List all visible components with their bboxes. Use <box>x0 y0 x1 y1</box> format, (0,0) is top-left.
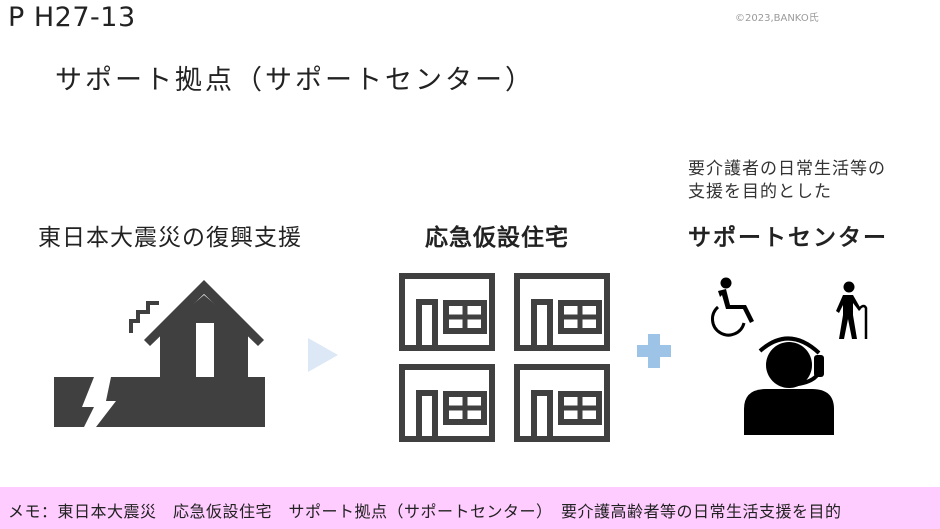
description-line-1: 要介護者の日常生活等の <box>688 159 886 179</box>
memo-text: メモ：東日本大震災 応急仮設住宅 サポート拠点（サポートセンター） 要介護高齢者… <box>8 502 842 521</box>
page-code: P H27-13 <box>8 2 136 33</box>
elderly-cane-icon <box>836 281 868 339</box>
earthquake-house-icon <box>54 280 265 427</box>
label-temporary-housing: 応急仮設住宅 <box>425 225 569 251</box>
label-earthquake-recovery: 東日本大震災の復興支援 <box>38 225 302 251</box>
copyright-notice: ©2023,BANKO氏 <box>735 13 819 24</box>
label-support-center: サポートセンター <box>688 225 888 251</box>
memo-bar: メモ：東日本大震災 応急仮設住宅 サポート拠点（サポートセンター） 要介護高齢者… <box>0 487 940 529</box>
play-triangle-icon <box>308 338 338 372</box>
temporary-housing-icon <box>399 273 611 441</box>
support-center-description: 要介護者の日常生活等の 支援を目的とした <box>688 158 886 204</box>
plus-icon <box>637 334 671 368</box>
slide-title: サポート拠点（サポートセンター） <box>55 65 535 96</box>
operator-headset-icon <box>744 336 834 435</box>
description-line-2: 支援を目的とした <box>688 182 832 202</box>
wheelchair-icon <box>711 277 754 337</box>
